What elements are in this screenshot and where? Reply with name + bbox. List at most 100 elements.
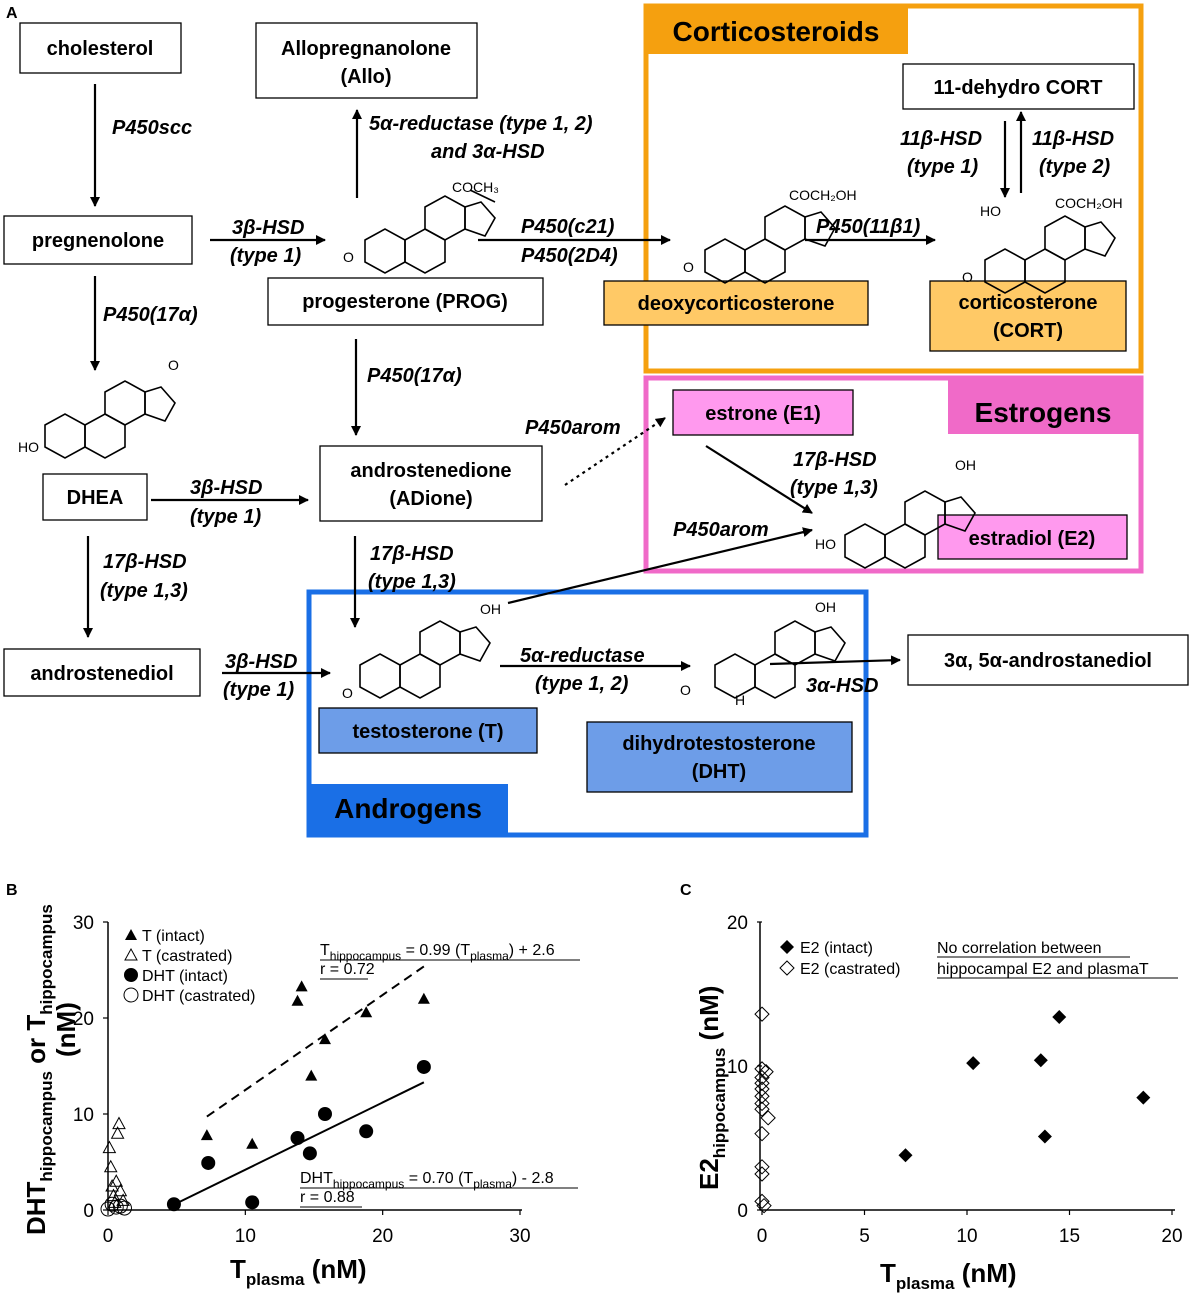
chart-c-point	[1136, 1090, 1151, 1105]
compound-deoxycorticosterone: deoxycorticosterone	[603, 280, 869, 326]
svg-text:E2hippocampus (nM): E2hippocampus (nM)	[694, 986, 729, 1190]
svg-text:HO: HO	[980, 203, 1001, 219]
svg-text:OH: OH	[480, 601, 501, 617]
legend-dht-castrated: DHT (castrated)	[142, 988, 256, 1005]
compound-dihydrotestosterone: dihydrotestosterone (DHT)	[586, 721, 853, 793]
compound-androstenediol: androstenediol	[3, 648, 201, 697]
chart-b-point	[291, 994, 304, 1006]
svg-text:r = 0.72: r = 0.72	[320, 961, 375, 978]
svg-text:estradiol (E2): estradiol (E2)	[969, 528, 1096, 550]
chart-c-point	[754, 1193, 770, 1210]
chart-b-point	[105, 1178, 119, 1192]
chart-c-point	[754, 1006, 770, 1022]
chart-b-point	[116, 1200, 132, 1216]
enzyme-17b-hsd-mid: 17β-HSD	[370, 543, 454, 565]
enzyme-p450scc: P450scc	[112, 117, 192, 139]
chart-c-point	[754, 1125, 770, 1142]
compound-pregnenolone: pregnenolone	[3, 215, 193, 265]
enzyme-17b-hsd-left-type: (type 1,3)	[100, 580, 188, 602]
chart-b-point	[359, 1124, 374, 1139]
chart-b-point	[109, 1174, 124, 1187]
enzyme-17b-hsd-right: 17β-HSD	[793, 449, 877, 471]
chart-b-xtick-label: 20	[372, 1226, 393, 1247]
chart-b-point	[305, 1069, 318, 1081]
structure-dhea: O HO	[18, 357, 179, 459]
chart-c-point	[898, 1148, 913, 1163]
enzyme-3b-hsd-androstenediol: 3β-HSD	[225, 651, 297, 673]
compound-allopregnanolone: Allopregnanolone (Allo)	[255, 22, 478, 99]
svg-text:H: H	[735, 692, 745, 708]
svg-text:OH: OH	[955, 457, 976, 473]
svg-text:3α, 5α-androstanediol: 3α, 5α-androstanediol	[944, 650, 1152, 672]
chart-b-point	[166, 1197, 181, 1212]
svg-text:(DHT): (DHT)	[692, 761, 746, 783]
compound-corticosterone: corticosterone (CORT)	[929, 280, 1127, 352]
svg-text:pregnenolone: pregnenolone	[32, 230, 164, 252]
chart-b-point	[302, 1146, 317, 1161]
enzyme-p450-17a-mid: P450(17α)	[367, 365, 462, 387]
chart-c-point	[754, 1088, 770, 1104]
enzyme-17b-hsd-left: 17β-HSD	[103, 551, 187, 573]
svg-text:androstenediol: androstenediol	[30, 663, 173, 685]
legend-e2-castrated: E2 (castrated)	[800, 961, 900, 978]
chart-c-xtick-label: 5	[859, 1226, 870, 1247]
svg-text:(nM): (nM)	[51, 1002, 81, 1057]
enzyme-3b-hsd-preg: 3β-HSD	[232, 217, 304, 239]
chart-c-point	[754, 1075, 770, 1091]
svg-text:COCH₃: COCH₃	[452, 179, 499, 195]
chart-c-point	[754, 1159, 770, 1175]
chart-b-point	[110, 1126, 125, 1139]
structure-progesterone: COCH₃ O	[343, 179, 499, 274]
enzyme-3b-hsd-preg-type: (type 1)	[230, 245, 301, 267]
svg-text:(Allo): (Allo)	[340, 66, 391, 88]
legend-marker-t-intact	[125, 929, 137, 940]
legend-e2-intact: E2 (intact)	[800, 940, 873, 957]
chart-b-point	[416, 1059, 431, 1074]
chart-b-point	[290, 1131, 305, 1145]
chart-c-ytick-label: 0	[737, 1201, 748, 1222]
chart-c-point	[1037, 1129, 1052, 1144]
enzyme-11b-hsd-type1-label: (type 1)	[907, 156, 978, 178]
svg-text:DHThippocampus or Thippocampus: DHThippocampus or Thippocampus	[21, 904, 56, 1235]
svg-text:testosterone (T): testosterone (T)	[352, 721, 503, 743]
svg-text:(ADione): (ADione)	[389, 488, 472, 510]
svg-text:O: O	[342, 685, 353, 701]
compound-testosterone: testosterone (T)	[318, 707, 538, 754]
svg-text:O: O	[168, 357, 179, 373]
chart-b-xtick-label: 30	[509, 1226, 530, 1247]
chart-c-point	[1052, 1010, 1067, 1025]
svg-text:dihydrotestosterone: dihydrotestosterone	[622, 733, 815, 755]
chart-c-xtick-label: 15	[1059, 1226, 1080, 1247]
compound-androstanediol: 3α, 5α-androstanediol	[907, 634, 1189, 686]
svg-text:DHEA: DHEA	[67, 487, 124, 509]
enzyme-11b-hsd-type2-label: (type 2)	[1039, 156, 1110, 178]
chart-c-point	[754, 1166, 770, 1182]
structure-testosterone: OH O	[342, 601, 501, 701]
svg-text:r = 0.88: r = 0.88	[300, 1189, 355, 1206]
chart-c-point	[756, 1197, 772, 1214]
enzyme-5a-reductase-bottom-type: (type 1, 2)	[535, 673, 629, 695]
compound-androstenedione: androstenedione (ADione)	[319, 445, 543, 522]
enzyme-p450-2d4: P450(2D4)	[521, 245, 618, 267]
svg-text:O: O	[680, 682, 691, 698]
svg-text:11-dehydro CORT: 11-dehydro CORT	[934, 77, 1103, 99]
chart-c-point	[966, 1056, 981, 1071]
panel-a-label: A	[6, 5, 18, 22]
chart-b-point	[417, 992, 430, 1004]
panel-b-label: B	[6, 882, 18, 899]
androgens-label: Androgens	[334, 793, 482, 824]
compound-progesterone: progesterone (PROG)	[267, 277, 544, 326]
chart-b-point	[317, 1107, 332, 1121]
estrogens-group: Estrogens	[643, 375, 1144, 574]
enzyme-5a-reductase-bottom: 5α-reductase	[520, 645, 645, 667]
svg-text:No correlation between: No correlation between	[937, 940, 1102, 957]
chart-c-xtick-label: 20	[1161, 1226, 1182, 1247]
compound-estradiol: estradiol (E2)	[937, 514, 1128, 560]
chart-c-point	[754, 1095, 770, 1112]
chart-b-point	[245, 1195, 260, 1210]
corticosteroids-label: Corticosteroids	[673, 16, 880, 47]
chart-b-point	[113, 1183, 128, 1197]
